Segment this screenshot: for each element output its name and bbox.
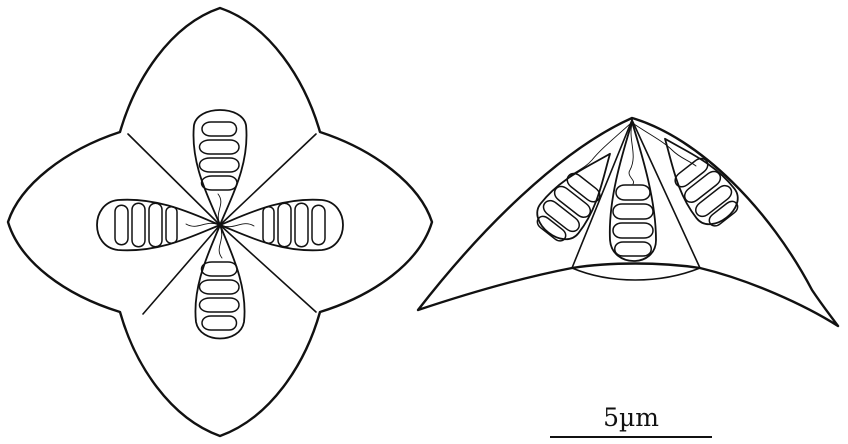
polar-capsule-bottom <box>195 225 244 339</box>
scale-bar-label: 5µm <box>550 404 712 432</box>
scale-bar <box>550 436 712 438</box>
side-polar-capsule-center <box>610 122 656 261</box>
side-view <box>418 118 838 326</box>
side-polar-capsule-right <box>646 124 746 233</box>
apical-view <box>8 8 432 436</box>
